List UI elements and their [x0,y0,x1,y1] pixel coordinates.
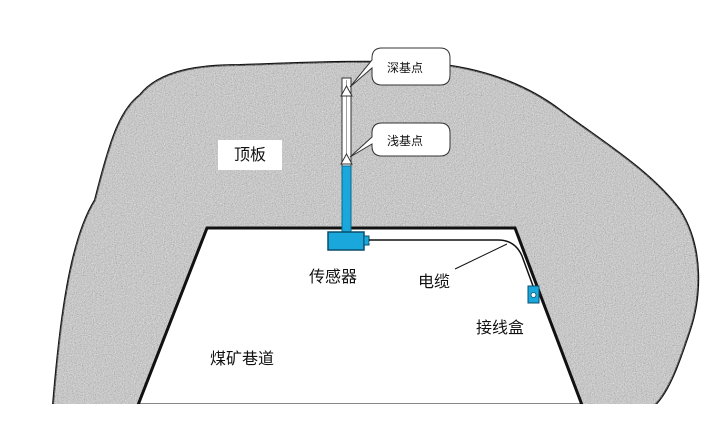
roadway-label: 煤矿巷道 [210,349,275,368]
cable-label: 电缆 [418,272,451,291]
roof-label: 顶板 [218,140,282,170]
shallow-anchor-label: 浅基点 [387,134,424,148]
junction-box-label: 接线盒 [476,318,525,337]
sensor-body [327,231,365,251]
deep-anchor-callout [349,47,451,88]
deep-anchor-label: 深基点 [387,61,424,75]
sensor-connector [363,235,370,246]
cable-line-inner [369,242,521,258]
anchor-rod [340,77,353,235]
cable-leader [454,243,508,270]
sensor-label: 传感器 [298,262,368,292]
rod-lower [341,165,352,235]
shallow-anchor-callout [349,122,451,158]
cable-line [369,239,534,287]
shallow-anchor-marker [340,152,353,165]
deep-anchor-marker [340,84,353,97]
